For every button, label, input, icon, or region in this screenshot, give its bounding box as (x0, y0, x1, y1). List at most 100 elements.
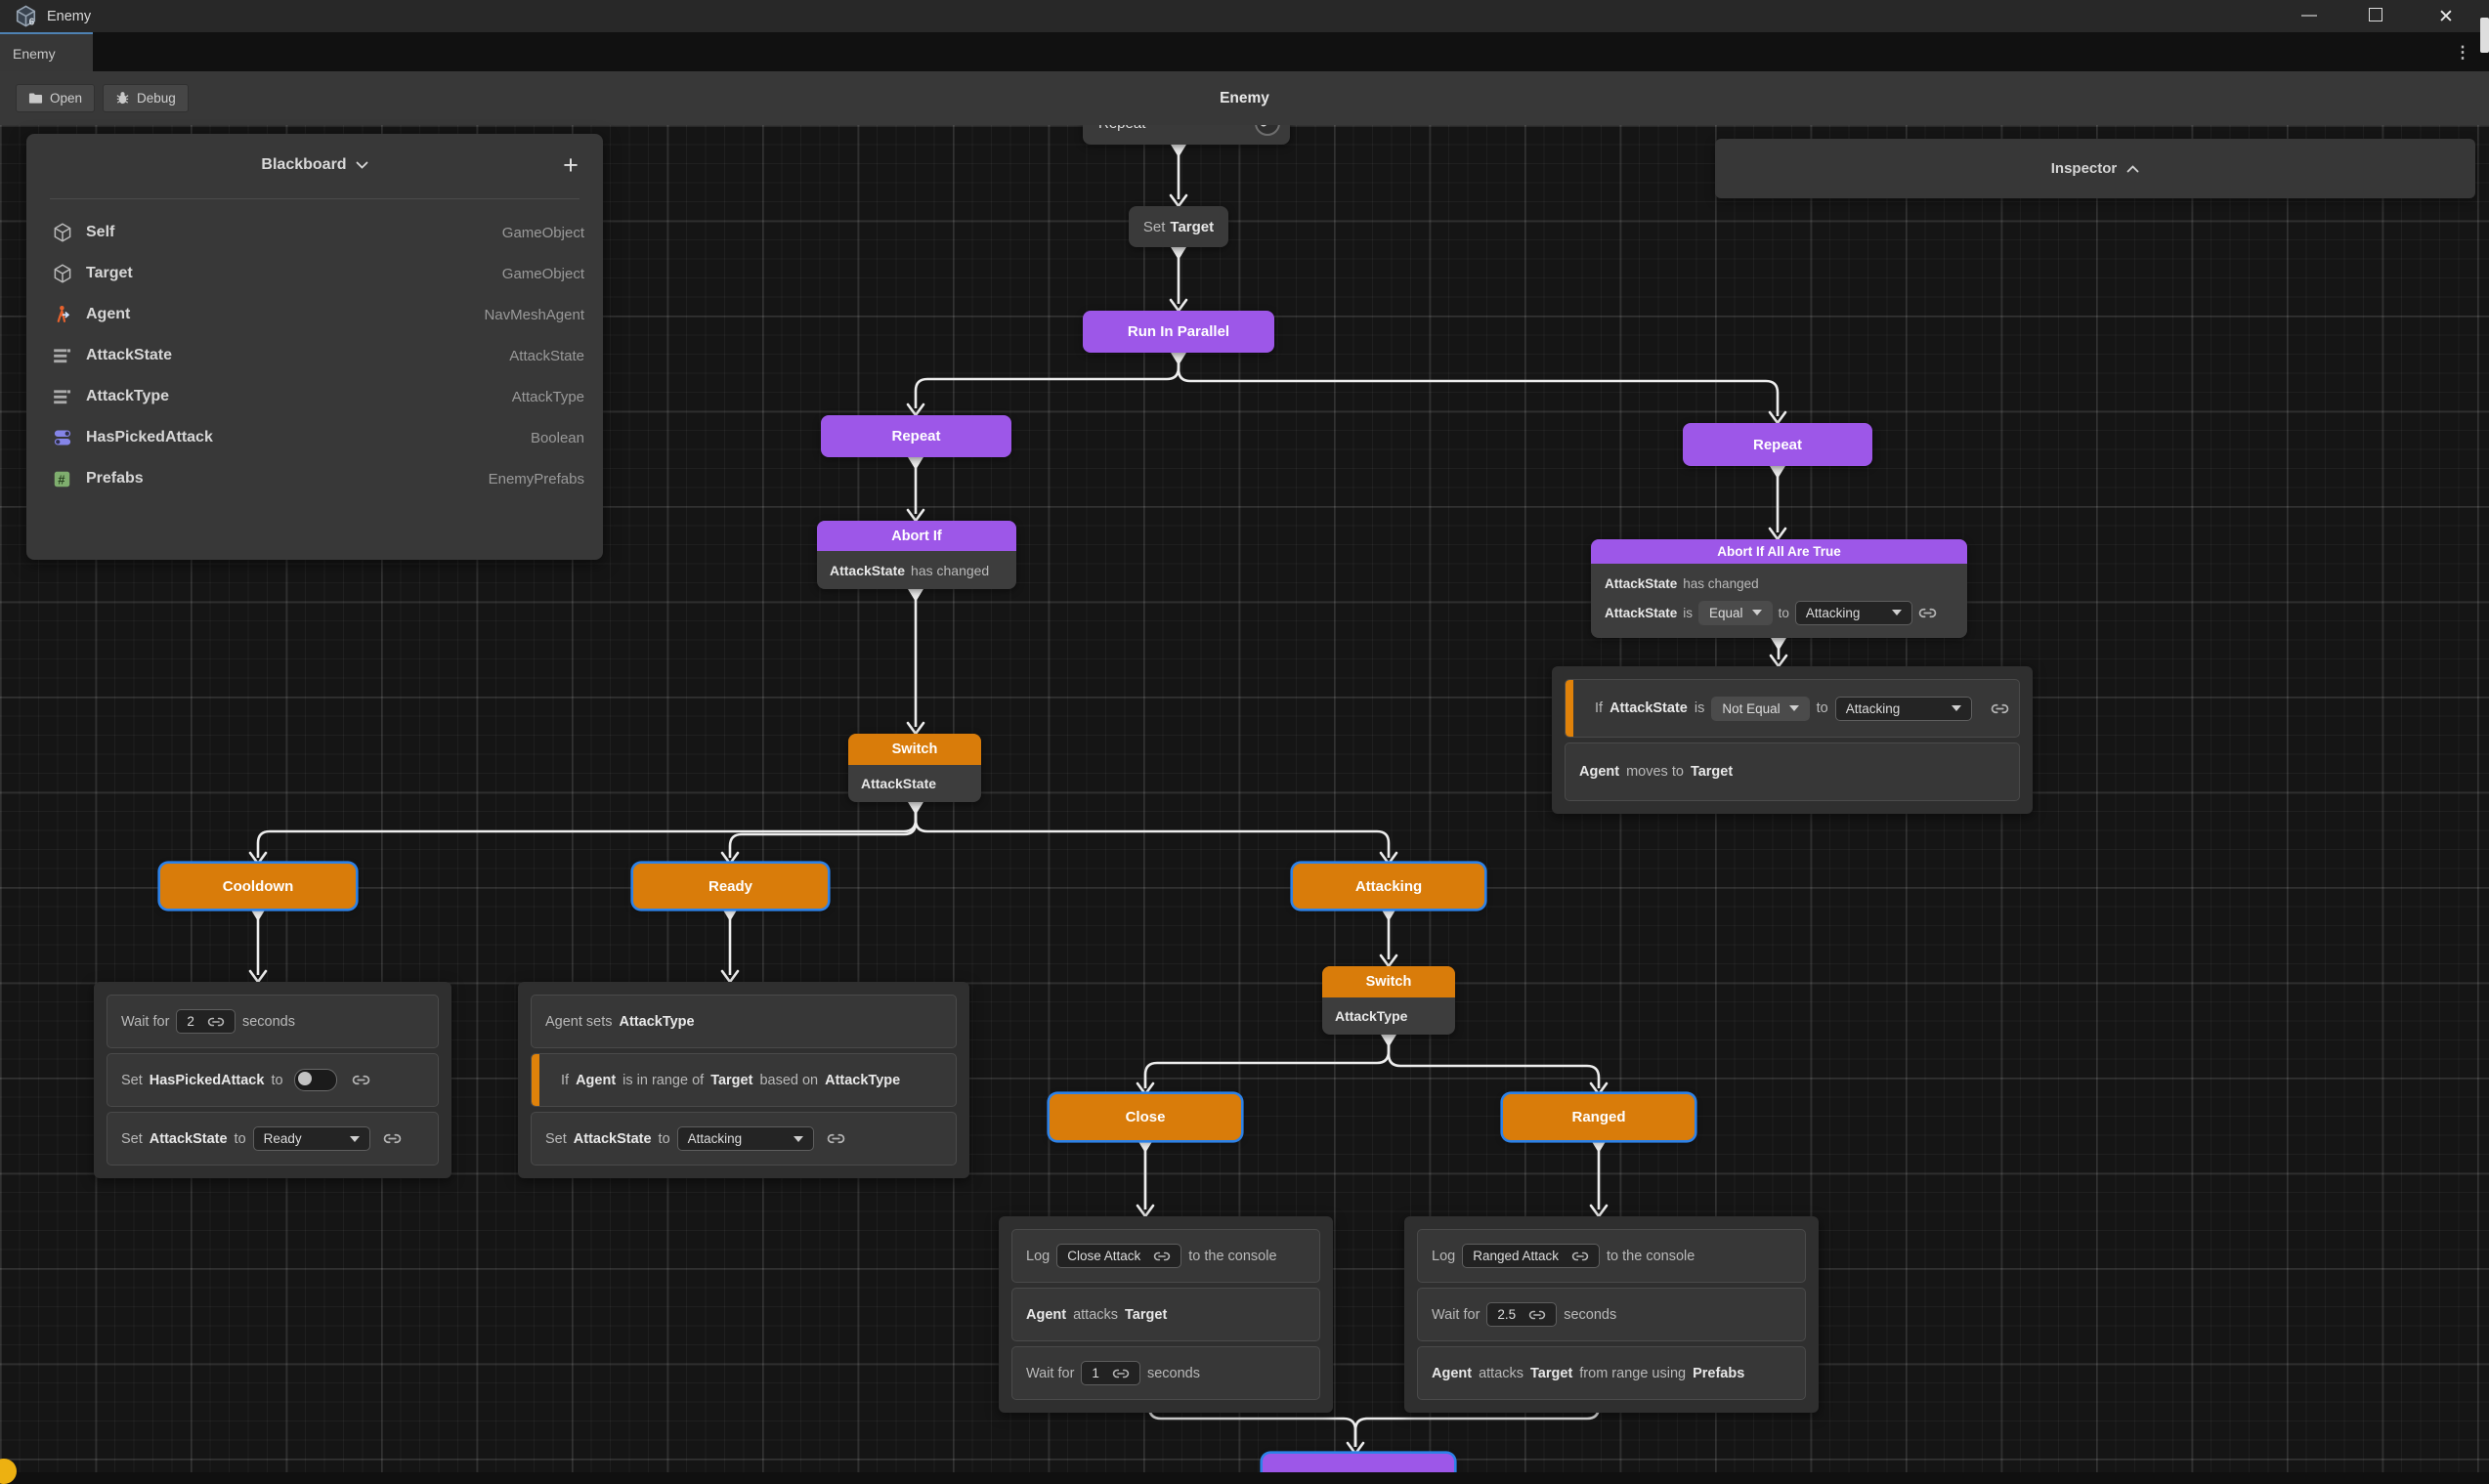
row-text: attacks (1479, 1365, 1524, 1381)
value-dropdown[interactable]: Attacking (1834, 696, 1972, 721)
value-dropdown[interactable]: Attacking (1794, 600, 1912, 625)
link-icon[interactable] (207, 1015, 225, 1029)
blackboard-item-agent[interactable]: Agent NavMeshAgent (26, 294, 603, 335)
condition-accent-bar (1566, 680, 1573, 737)
group-ready-actions[interactable]: Agent sets AttackType If Agent is in ran… (518, 982, 969, 1178)
blackboard-item-haspickedattack[interactable]: HasPickedAttack Boolean (26, 417, 603, 458)
group-move-condition[interactable]: If AttackState is Not Equal to Attacking… (1552, 666, 2033, 814)
node-switch-attacktype[interactable]: Switch AttackType (1322, 966, 1455, 1035)
action-row[interactable]: Agent moves to Target (1565, 742, 2020, 801)
dropdown-value: Attacking (687, 1131, 743, 1146)
row-var: Target (1530, 1365, 1573, 1381)
group-close-attack[interactable]: Log Close Attack to the console Agent at… (999, 1216, 1333, 1413)
string-input[interactable]: Close Attack (1056, 1244, 1182, 1268)
link-icon[interactable] (1918, 606, 1937, 620)
attack-row[interactable]: Agent attacks Target from range using Pr… (1417, 1346, 1806, 1400)
link-icon[interactable] (1571, 1250, 1589, 1263)
wait-row[interactable]: Wait for 1 seconds (1011, 1346, 1320, 1400)
dropdown-value: Ready (263, 1131, 302, 1146)
overflow-menu-icon[interactable]: ⋮ (2454, 43, 2471, 62)
node-repeat-root[interactable]: Repeat (1083, 125, 1290, 145)
tab-enemy[interactable]: Enemy (0, 32, 93, 73)
dropdown-value: Equal (1709, 605, 1743, 620)
window-title: Enemy (47, 8, 92, 24)
log-row[interactable]: Log Close Attack to the console (1011, 1229, 1320, 1283)
row-var: Agent (1026, 1306, 1067, 1323)
value-input[interactable]: 2.5 (1486, 1302, 1558, 1327)
scrollbar-thumb[interactable] (2480, 18, 2489, 53)
node-abort-if[interactable]: Abort If AttackState has changed (817, 521, 1016, 589)
blackboard-item-attackstate[interactable]: AttackState AttackState (26, 335, 603, 376)
navmesh-agent-icon (50, 303, 74, 327)
node-label: Run In Parallel (1127, 323, 1230, 340)
group-ranged-attack[interactable]: Log Ranged Attack to the console Wait fo… (1404, 1216, 1819, 1413)
node-set-target[interactable]: Set Target (1129, 206, 1228, 247)
blackboard-item-self[interactable]: Self GameObject (26, 212, 603, 253)
open-button[interactable]: Open (16, 84, 96, 112)
node-ranged[interactable]: Ranged (1503, 1094, 1695, 1140)
boolean-toggle[interactable] (293, 1069, 337, 1091)
tab-bar: Enemy (0, 32, 2489, 73)
blackboard-item-prefabs[interactable]: # Prefabs EnemyPrefabs (26, 458, 603, 499)
string-input[interactable]: Ranged Attack (1462, 1244, 1601, 1268)
node-bottom-clipped[interactable] (1263, 1454, 1454, 1472)
node-cooldown[interactable]: Cooldown (160, 864, 356, 909)
link-icon[interactable] (1991, 701, 2009, 716)
node-abort-if-all[interactable]: Abort If All Are True AttackState has ch… (1591, 539, 1967, 638)
value-dropdown[interactable]: Ready (252, 1126, 370, 1151)
row-var: HasPickedAttack (149, 1072, 265, 1088)
row-text: from range using (1579, 1365, 1687, 1381)
node-repeat-right[interactable]: Repeat (1683, 423, 1872, 466)
node-run-in-parallel[interactable]: Run In Parallel (1083, 311, 1274, 353)
node-label: Repeat (891, 428, 941, 445)
operator-dropdown[interactable]: Equal (1698, 600, 1773, 625)
set-flag-row[interactable]: Set HasPickedAttack to (107, 1053, 439, 1107)
close-button[interactable]: ✕ (2438, 6, 2454, 27)
item-type: NavMeshAgent (484, 306, 584, 323)
blackboard-item-attacktype[interactable]: AttackType AttackType (26, 376, 603, 417)
link-icon[interactable] (827, 1131, 845, 1146)
folder-icon (28, 93, 43, 104)
debug-button[interactable]: Debug (103, 84, 189, 112)
node-switch-attackstate[interactable]: Switch AttackState (848, 734, 981, 802)
item-type: Boolean (530, 429, 584, 446)
attack-row[interactable]: Agent attacks Target (1011, 1288, 1320, 1341)
set-state-row[interactable]: Set AttackState to Ready (107, 1112, 439, 1166)
log-row[interactable]: Log Ranged Attack to the console (1417, 1229, 1806, 1283)
wait-row[interactable]: Wait for 2 seconds (107, 995, 439, 1048)
value-dropdown[interactable]: Attacking (676, 1126, 814, 1151)
link-icon[interactable] (383, 1131, 402, 1146)
link-icon[interactable] (1528, 1308, 1546, 1322)
group-cooldown-actions[interactable]: Wait for 2 seconds Set HasPickedAttack t… (94, 982, 451, 1178)
link-icon[interactable] (352, 1073, 370, 1087)
value-input[interactable]: 2 (176, 1009, 236, 1034)
blackboard-title-dropdown[interactable]: Blackboard (26, 134, 603, 196)
divider (50, 198, 579, 199)
minimize-button[interactable] (2301, 15, 2317, 17)
set-state-row[interactable]: Set AttackState to Attacking (531, 1112, 957, 1166)
inspector-panel[interactable]: Inspector (1715, 139, 2475, 198)
condition-row[interactable]: If AttackState is Not Equal to Attacking (1565, 679, 2020, 738)
link-icon[interactable] (1153, 1250, 1171, 1263)
node-ready[interactable]: Ready (633, 864, 828, 909)
graph-title: Enemy (1220, 89, 1269, 106)
value-input[interactable]: 1 (1081, 1361, 1140, 1385)
row-text: to (1816, 700, 1828, 716)
wait-row[interactable]: Wait for 2.5 seconds (1417, 1288, 1806, 1341)
node-repeat-left[interactable]: Repeat (821, 415, 1011, 457)
node-attacking[interactable]: Attacking (1293, 864, 1484, 909)
row-text: If (1595, 700, 1604, 716)
row-text: to (234, 1130, 246, 1147)
link-icon[interactable] (1112, 1367, 1130, 1380)
graph-canvas[interactable]: Repeat Set Target Run In Parallel Repeat… (0, 125, 2489, 1472)
add-variable-button[interactable]: + (563, 149, 579, 180)
row-text: seconds (1146, 1365, 1200, 1381)
node-close[interactable]: Close (1050, 1094, 1241, 1140)
dropdown-value: Attacking (1845, 700, 1901, 716)
repeat-mode-icon[interactable] (1254, 125, 1281, 137)
operator-dropdown[interactable]: Not Equal (1711, 696, 1810, 721)
blackboard-item-target[interactable]: Target GameObject (26, 253, 603, 294)
range-condition-row[interactable]: If Agent is in range of Target based on … (531, 1053, 957, 1107)
maximize-button[interactable] (2369, 8, 2382, 21)
sets-row[interactable]: Agent sets AttackType (531, 995, 957, 1048)
